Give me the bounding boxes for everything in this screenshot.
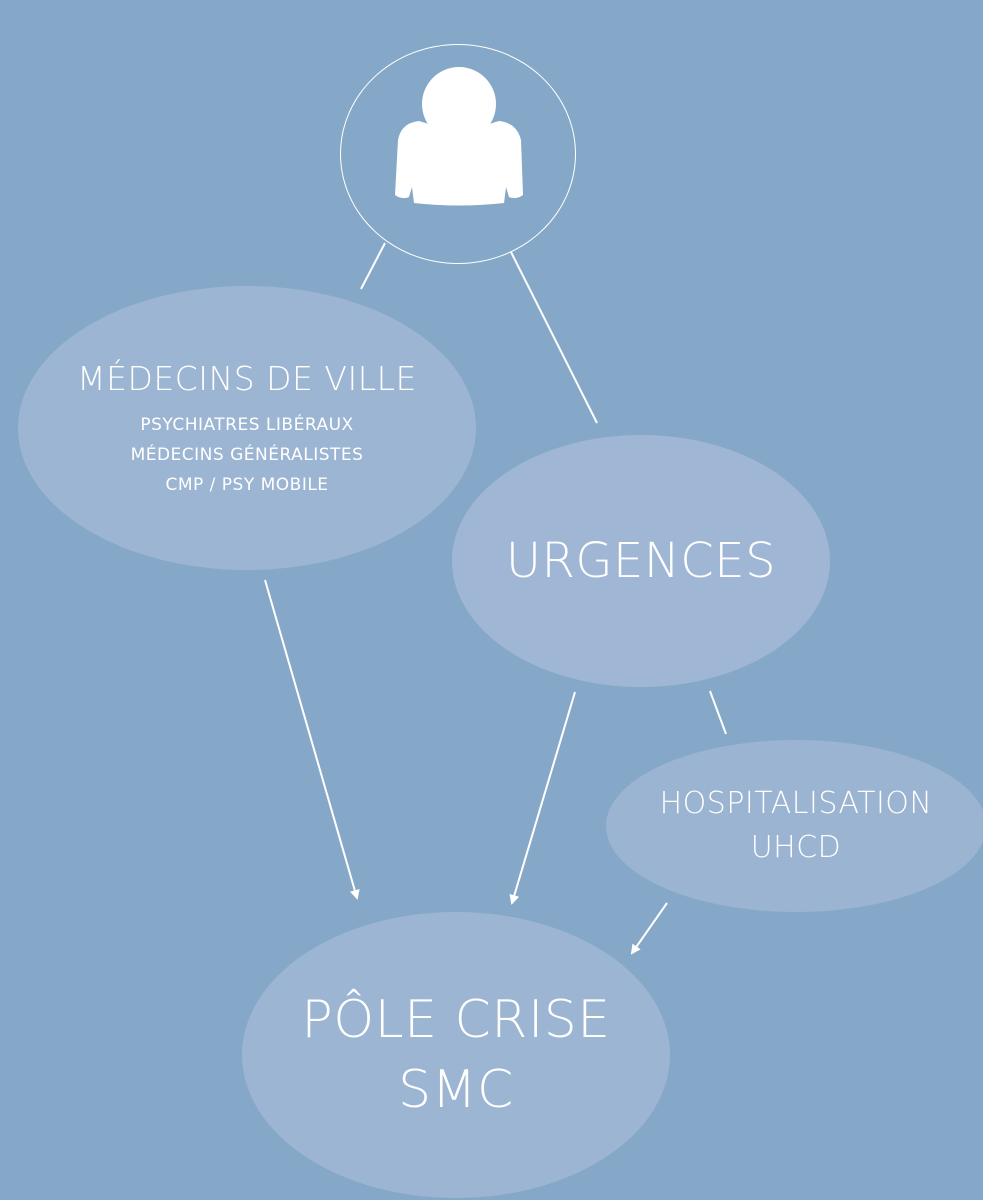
medecins-item: CMP / PSY MOBILE	[165, 474, 329, 495]
connector-person-urgences	[510, 251, 598, 424]
hospitalisation-title: HOSPITALISATION	[659, 786, 933, 821]
medecins-item: MÉDECINS GÉNÉRALISTES	[130, 444, 364, 465]
connector-urgences-hospitalisation	[709, 690, 727, 735]
hospitalisation-node: HOSPITALISATION UHCD	[606, 740, 983, 912]
urgences-title: URGENCES	[505, 533, 777, 589]
arrow-hospitalisation-pole	[630, 902, 668, 955]
pole-crise-subtitle: SMC	[398, 1060, 514, 1120]
arrow-medecins-pole	[264, 579, 360, 900]
urgences-node: URGENCES	[452, 435, 830, 687]
medecins-title: MÉDECINS DE VILLE	[77, 358, 417, 398]
medecins-node: MÉDECINS DE VILLE PSYCHIATRES LIBÉRAUX M…	[18, 286, 476, 570]
pole-crise-node: PÔLE CRISE SMC	[242, 912, 670, 1198]
arrow-urgences-pole	[509, 691, 576, 905]
medecins-item: PSYCHIATRES LIBÉRAUX	[140, 414, 354, 435]
person-icon	[395, 67, 523, 206]
person-node	[340, 44, 576, 264]
pole-crise-title: PÔLE CRISE	[301, 990, 611, 1050]
connector-person-medecins	[360, 242, 386, 290]
hospitalisation-subtitle: UHCD	[750, 830, 842, 865]
